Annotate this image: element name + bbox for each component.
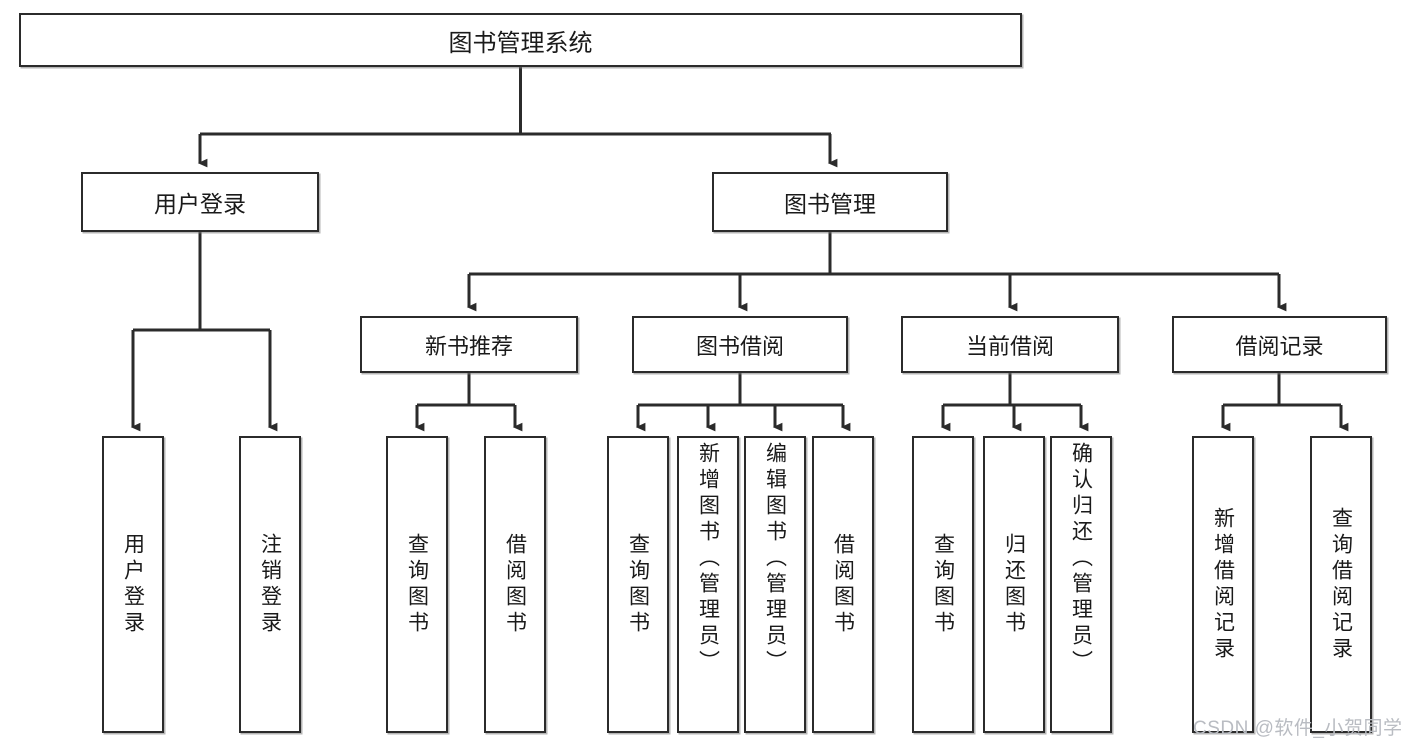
node-leaf-add-borrow-record-label: 新增借阅记录	[1211, 506, 1235, 663]
node-user-login[interactable]: 用户登录	[81, 172, 319, 232]
node-book-borrow-label: 图书借阅	[695, 333, 784, 359]
watermark: CSDN @软件_小贺同学	[1193, 718, 1403, 739]
node-new-book-recommend[interactable]: 新书推荐	[360, 316, 578, 373]
node-leaf-confirm-return-admin[interactable]: 确认归还（管理员）	[1050, 436, 1112, 733]
node-leaf-query-book-current[interactable]: 查询图书	[912, 436, 974, 733]
node-leaf-user-login[interactable]: 用户登录	[102, 436, 164, 733]
node-leaf-query-book-current-label: 查询图书	[931, 532, 955, 637]
node-leaf-edit-book-admin-label: 编辑图书（管理员）	[763, 442, 787, 676]
node-new-book-recommend-label: 新书推荐	[424, 333, 513, 359]
node-leaf-borrow-book-rec[interactable]: 借阅图书	[484, 436, 546, 733]
node-leaf-query-book-borrow[interactable]: 查询图书	[607, 436, 669, 733]
node-leaf-add-book-admin[interactable]: 新增图书（管理员）	[677, 436, 739, 733]
node-leaf-return-book[interactable]: 归还图书	[983, 436, 1045, 733]
node-leaf-query-book-borrow-label: 查询图书	[626, 532, 650, 637]
node-current-borrow[interactable]: 当前借阅	[901, 316, 1119, 373]
node-leaf-confirm-return-admin-label: 确认归还（管理员）	[1069, 442, 1093, 676]
node-leaf-return-book-label: 归还图书	[1002, 532, 1026, 637]
node-user-login-label: 用户登录	[154, 191, 246, 217]
node-book-manage[interactable]: 图书管理	[712, 172, 948, 232]
node-root-label: 图书管理系统	[448, 29, 593, 57]
node-leaf-add-book-admin-label: 新增图书（管理员）	[696, 442, 720, 676]
node-leaf-query-book-rec[interactable]: 查询图书	[386, 436, 448, 733]
node-leaf-borrow-book[interactable]: 借阅图书	[812, 436, 874, 733]
node-current-borrow-label: 当前借阅	[965, 333, 1054, 359]
node-borrow-record[interactable]: 借阅记录	[1172, 316, 1387, 373]
node-borrow-record-label: 借阅记录	[1235, 333, 1324, 359]
node-leaf-query-borrow-record[interactable]: 查询借阅记录	[1310, 436, 1372, 733]
node-leaf-user-logout[interactable]: 注销登录	[239, 436, 301, 733]
node-leaf-query-book-rec-label: 查询图书	[405, 532, 429, 637]
node-leaf-user-login-label: 用户登录	[121, 532, 145, 637]
node-leaf-edit-book-admin[interactable]: 编辑图书（管理员）	[744, 436, 806, 733]
node-leaf-add-borrow-record[interactable]: 新增借阅记录	[1192, 436, 1254, 733]
node-leaf-query-borrow-record-label: 查询借阅记录	[1329, 506, 1353, 663]
node-root[interactable]: 图书管理系统	[19, 13, 1022, 67]
node-leaf-borrow-book-label: 借阅图书	[831, 532, 855, 637]
node-book-manage-label: 图书管理	[784, 191, 876, 217]
node-leaf-borrow-book-rec-label: 借阅图书	[503, 532, 527, 637]
node-book-borrow[interactable]: 图书借阅	[632, 316, 848, 373]
node-leaf-user-logout-label: 注销登录	[258, 532, 282, 637]
